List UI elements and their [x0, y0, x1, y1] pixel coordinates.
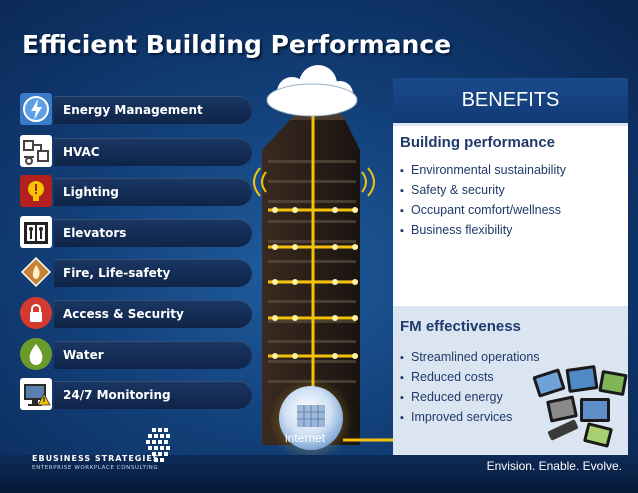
- system-label: Elevators: [63, 226, 127, 240]
- floor-signal-nodes: [272, 207, 358, 359]
- system-water: Water: [20, 338, 254, 372]
- system-fire-life-safety: Fire, Life-safety: [20, 256, 254, 290]
- system-monitoring: 24/7 Monitoring: [20, 378, 254, 412]
- benefit-item: Improved services: [400, 408, 540, 428]
- fire-life-safety-icon: [20, 256, 52, 288]
- benefit-list: Streamlined operations Reduced costs Red…: [400, 348, 540, 428]
- internet-label: internet: [285, 431, 326, 445]
- water-icon: [20, 338, 52, 370]
- ebusiness-logo-icon: [146, 428, 170, 462]
- benefit-item: Safety & security: [400, 181, 566, 201]
- section-title: Building performance: [400, 134, 556, 151]
- system-label: 24/7 Monitoring: [63, 388, 171, 402]
- benefit-item: Reduced energy: [400, 388, 540, 408]
- system-label: Energy Management: [63, 103, 203, 117]
- system-label: Access & Security: [63, 307, 184, 321]
- benefits-header: BENEFITS: [393, 78, 628, 123]
- system-label: Water: [63, 348, 104, 362]
- benefit-item: Reduced costs: [400, 368, 540, 388]
- wireless-signal-icon: [253, 167, 375, 197]
- benefit-item: Business flexibility: [400, 221, 566, 241]
- system-access-security: Access & Security: [20, 297, 254, 331]
- benefit-item: Occupant comfort/wellness: [400, 201, 566, 221]
- logo-subtitle: ENTERPRISE WORKPLACE CONSULTING: [32, 465, 159, 471]
- footer-bar: [0, 455, 638, 493]
- benefit-item: Streamlined operations: [400, 348, 540, 368]
- benefits-panel: BENEFITS Building performance Environmen…: [393, 78, 628, 458]
- logo-company-name: EBUSINESS STRATEGIES: [32, 454, 160, 463]
- system-label: Lighting: [63, 185, 119, 199]
- system-energy-management: Energy Management: [20, 93, 254, 127]
- lighting-icon: [20, 175, 52, 207]
- benefit-item: Environmental sustainability: [400, 161, 566, 181]
- section-title: FM effectiveness: [400, 318, 521, 335]
- access-security-icon: [20, 297, 52, 329]
- tagline: Envision. Enable. Evolve.: [486, 459, 622, 473]
- monitoring-icon: [20, 378, 52, 410]
- energy-management-icon: [20, 93, 52, 125]
- benefit-list: Environmental sustainability Safety & se…: [400, 161, 566, 241]
- cloud-icon: [266, 65, 358, 117]
- slide-title: Efficient Building Performance: [22, 30, 452, 59]
- building-performance-section: Building performance Environmental susta…: [393, 126, 628, 306]
- system-elevators: Elevators: [20, 216, 254, 250]
- hvac-icon: [20, 135, 52, 167]
- elevators-icon: [20, 216, 52, 248]
- internet-globe-icon: [279, 386, 343, 450]
- system-label: HVAC: [63, 145, 100, 159]
- system-hvac: HVAC: [20, 135, 254, 169]
- system-lighting: Lighting: [20, 175, 254, 209]
- system-label: Fire, Life-safety: [63, 266, 171, 280]
